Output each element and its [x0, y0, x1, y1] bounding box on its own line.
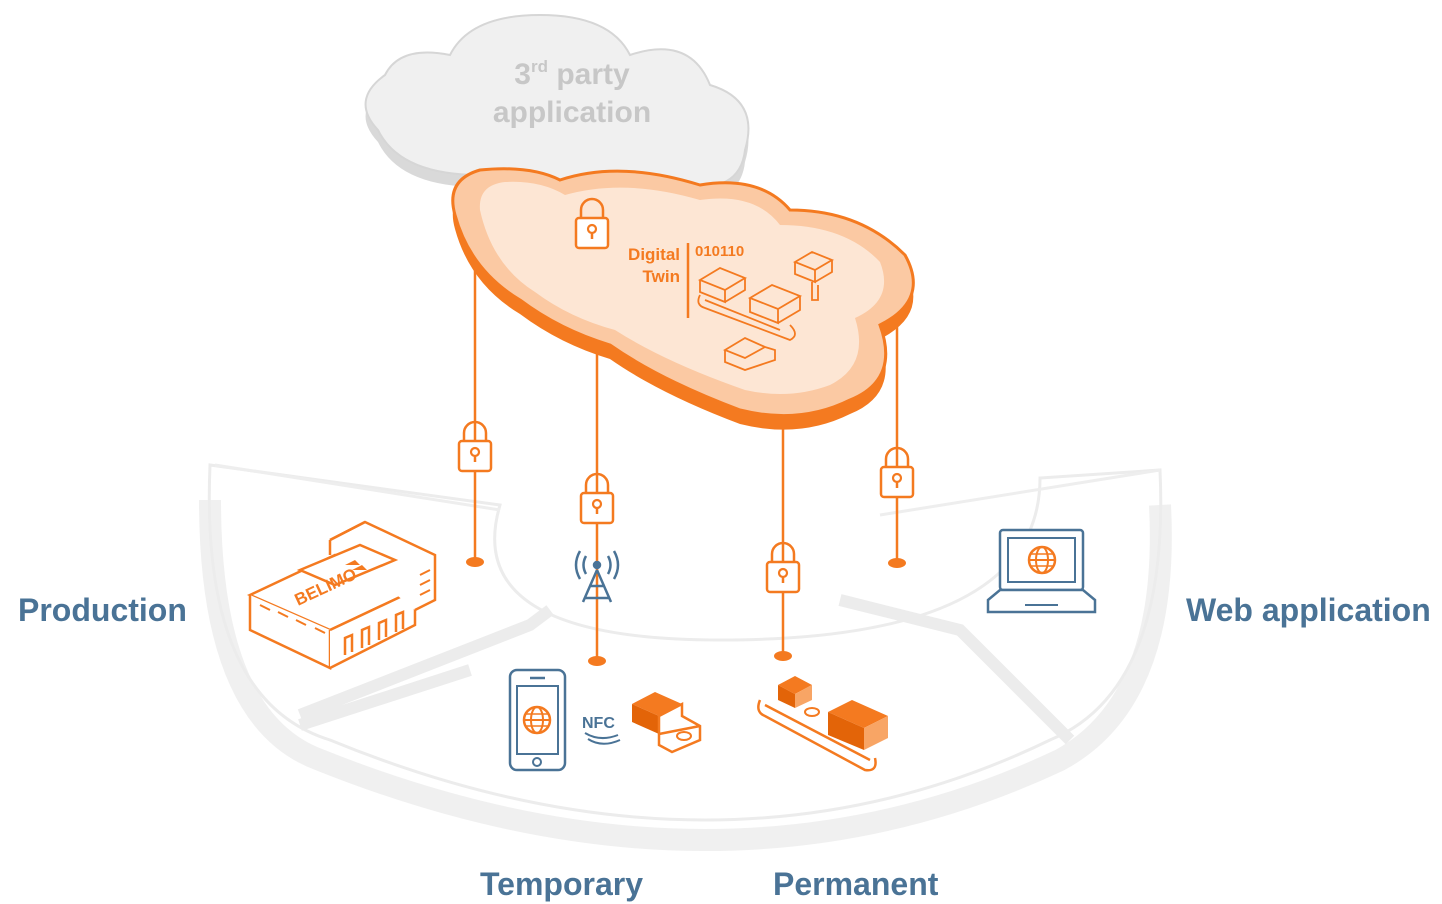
- third-party-title: 3rd party: [514, 57, 630, 91]
- section-permanent: Permanent: [773, 866, 939, 902]
- nfc-label: NFC: [582, 715, 615, 732]
- factory-icon: [246, 520, 437, 670]
- digital-twin-line2: Twin: [643, 267, 680, 286]
- digital-twin-line1: Digital: [628, 245, 680, 264]
- third-party-cloud: 3rd party application: [364, 13, 750, 211]
- antenna-icon: [574, 550, 620, 603]
- actuator-icon: [632, 692, 702, 754]
- section-temporary: Temporary: [480, 866, 643, 902]
- binary-label: 010110: [695, 243, 744, 260]
- globe-icon: [522, 705, 552, 735]
- section-production: Production: [18, 592, 187, 628]
- base-ring: [199, 463, 1172, 851]
- digital-twin-devices: [697, 251, 835, 371]
- nfc-icon: NFC: [582, 715, 621, 745]
- actuator-icon: [757, 676, 888, 772]
- globe-icon: [1027, 545, 1057, 575]
- third-party-subtitle: application: [493, 96, 651, 129]
- digital-twin-cloud: Digital Twin 010110: [451, 167, 915, 430]
- section-web-application: Web application: [1186, 592, 1431, 628]
